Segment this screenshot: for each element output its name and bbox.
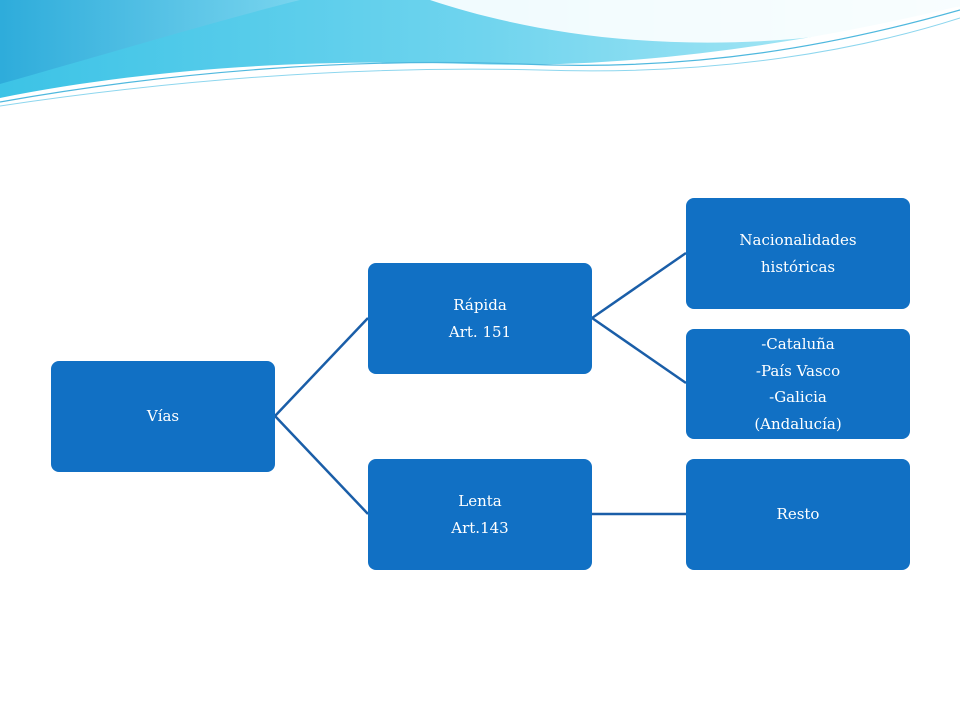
connector-rapida-regions <box>591 316 687 385</box>
connector-vias-rapida <box>274 317 369 417</box>
node-resto: Resto <box>686 459 910 570</box>
node-rapida-line-2: Art. 151 <box>448 322 512 341</box>
node-regions-line-2: -País Vasco <box>755 361 841 380</box>
node-lenta-line-1: Lenta <box>458 491 502 510</box>
node-regions-list: -Cataluña -País Vasco -Galicia (Andalucí… <box>686 329 910 439</box>
wave-line-1 <box>0 9 960 103</box>
node-regions-line-3: -Galicia <box>769 388 827 406</box>
node-vias: Vías <box>51 361 275 472</box>
wave-band-deep <box>0 0 300 84</box>
connector-vias-lenta <box>274 415 369 515</box>
wave-band-white <box>430 0 960 43</box>
node-regions-line-4: (Andalucía) <box>754 414 842 433</box>
node-nacionalidades-line-1: Nacionalidades <box>739 230 857 249</box>
node-resto-label: Resto <box>776 505 820 523</box>
decorative-header-wave <box>0 0 960 107</box>
node-regions-line-1: -Cataluña <box>761 335 835 353</box>
node-nacionalidades-historicas: Nacionalidades históricas <box>686 198 910 309</box>
node-vias-label: Vías <box>146 407 180 425</box>
node-nacionalidades-line-2: históricas <box>760 257 836 276</box>
wave-line-2 <box>0 17 960 107</box>
node-lenta-line-2: Art.143 <box>451 518 509 537</box>
connector-rapida-nacionalidades <box>591 251 687 320</box>
node-lenta: Lenta Art.143 <box>368 459 592 570</box>
node-rapida-line-1: Rápida <box>453 295 507 314</box>
node-rapida: Rápida Art. 151 <box>368 263 592 374</box>
